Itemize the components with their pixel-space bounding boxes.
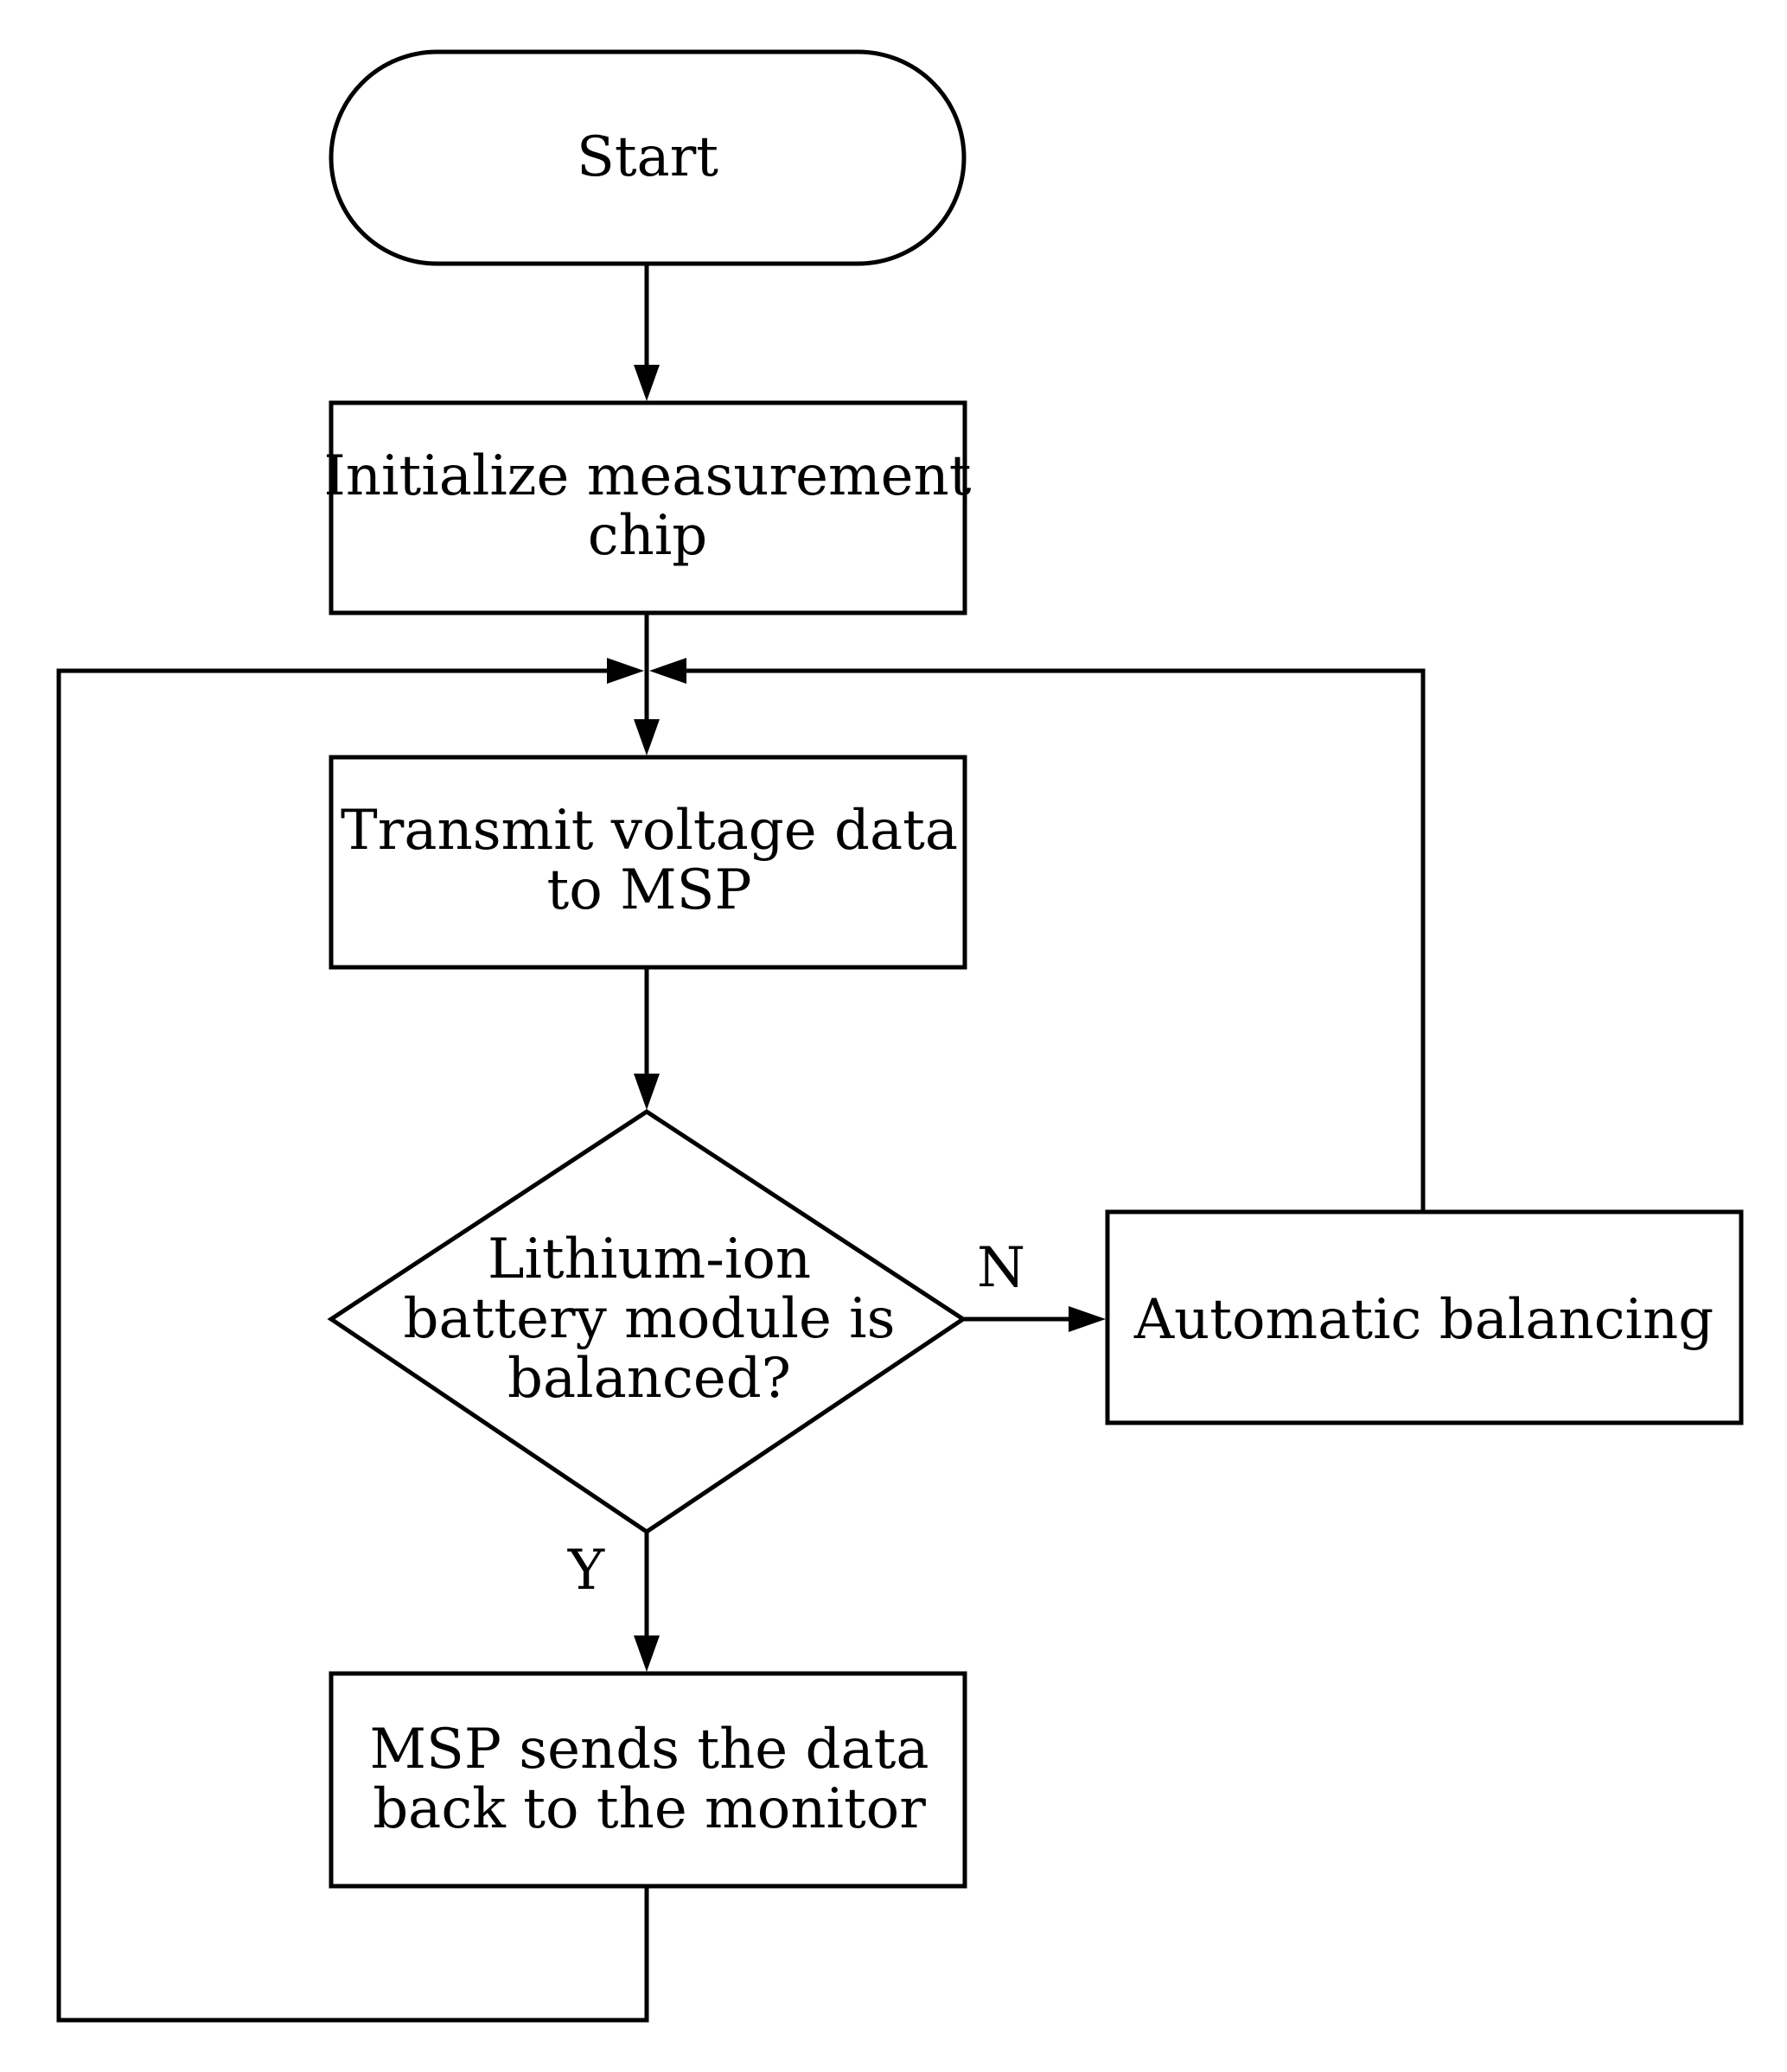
connector-loop-right <box>683 668 1426 1212</box>
send-data-box <box>329 1671 967 1889</box>
arrowhead-send <box>634 1635 660 1672</box>
initialize-label-line1: Initialize measurement <box>324 444 972 508</box>
start-terminal-shape <box>329 49 967 266</box>
transmit-label-line1: Transmit voltage data <box>341 799 958 863</box>
send-data-process: MSP sends the data back to the monitor <box>329 1671 967 1889</box>
start-label: Start <box>577 125 718 189</box>
automatic-balancing-label: Automatic balancing <box>1133 1288 1714 1352</box>
decision-label-line1: Lithium-ion <box>488 1227 811 1291</box>
edge-label-no: N <box>977 1236 1025 1300</box>
arrowhead-decision <box>634 1074 660 1110</box>
connector-loop-left <box>56 668 649 2023</box>
arrowhead-loop-right <box>649 658 686 684</box>
decision-label-line3: balanced? <box>507 1347 791 1411</box>
balanced-decision: Lithium-ion battery module is balanced? <box>327 1109 967 1535</box>
initialize-process-box <box>329 400 967 615</box>
connectors <box>56 264 1426 2023</box>
send-label-line2: back to the monitor <box>373 1777 926 1841</box>
transmit-process-box <box>329 755 967 970</box>
transmit-process: Transmit voltage data to MSP <box>329 755 967 970</box>
transmit-label-line2: to MSP <box>546 858 751 922</box>
arrowhead-loop-left <box>607 658 644 684</box>
automatic-balancing-process: Automatic balancing <box>1105 1209 1744 1425</box>
send-label-line1: MSP sends the data <box>369 1718 929 1782</box>
edge-label-yes: Y <box>567 1539 605 1603</box>
start-terminal: Start <box>329 49 967 266</box>
balanced-decision-diamond <box>327 1109 967 1535</box>
decision-label-line2: battery module is <box>404 1287 896 1351</box>
arrowhead-transmit <box>634 719 660 755</box>
initialize-label-line2: chip <box>588 504 708 568</box>
automatic-balancing-box <box>1105 1209 1744 1425</box>
initialize-process: Initialize measurement chip <box>324 400 972 615</box>
arrowhead-balancing <box>1069 1306 1106 1332</box>
arrowhead-init <box>634 365 660 401</box>
